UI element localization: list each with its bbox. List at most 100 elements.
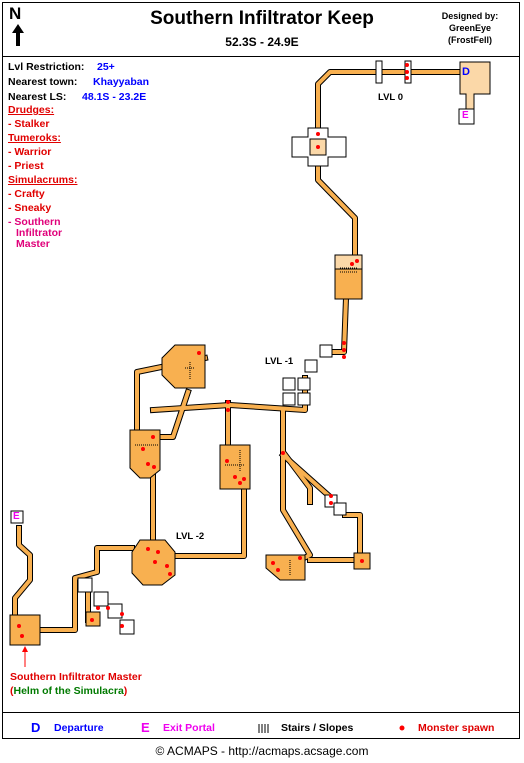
paren-open: ( xyxy=(10,685,14,697)
small-room xyxy=(319,344,333,358)
spawn-dot-icon xyxy=(96,606,100,610)
monster-group-header: Tumeroks: xyxy=(8,132,61,144)
spawn-dot-icon xyxy=(238,481,242,485)
spawn-dot-icon xyxy=(399,725,405,731)
spawn-dot-icon xyxy=(90,618,94,622)
restriction-value: 25+ xyxy=(97,61,115,73)
page-title: Southern Infiltrator Keep xyxy=(150,8,374,29)
spawn-dot-icon xyxy=(242,477,246,481)
stairs-icon xyxy=(258,724,269,733)
legend-stairs-label: Stairs / Slopes xyxy=(281,722,354,734)
level-label: LVL -1 xyxy=(265,356,294,367)
boss-annotation: Southern Infiltrator Master xyxy=(10,671,142,683)
small-room xyxy=(119,619,135,635)
monster-group-header: Simulacrums: xyxy=(8,174,78,186)
boss-pointer xyxy=(22,646,28,667)
spawn-dot-icon xyxy=(146,547,150,551)
spawn-dot-icon xyxy=(276,568,280,572)
credit-line-3: (FrostFell) xyxy=(448,35,492,45)
spawn-dot-icon xyxy=(360,559,364,563)
spawn-dot-icon xyxy=(329,494,333,498)
spawn-dot-icon xyxy=(106,606,110,610)
spawn-dot-icon xyxy=(20,634,24,638)
corridors xyxy=(12,69,465,633)
monster-item: - Crafty xyxy=(8,188,45,200)
small-room xyxy=(93,591,109,607)
spawn-dot-icon xyxy=(271,561,275,565)
spawn-dot-icon xyxy=(405,63,409,67)
legend-departure-symbol: D xyxy=(31,720,41,735)
ls-label: Nearest LS: xyxy=(8,91,67,103)
spawn-dot-icon xyxy=(226,400,230,404)
central-room xyxy=(219,444,251,490)
spawn-dot-icon xyxy=(120,624,124,628)
spawn-dot-icon xyxy=(405,70,409,74)
monster-item: - Stalker xyxy=(8,118,50,130)
boss-drop-line: (Helm of the Simulacra) xyxy=(10,685,127,697)
north-arrow-icon xyxy=(12,24,24,46)
rooms xyxy=(9,60,491,646)
departure-marker: D xyxy=(462,66,470,78)
paren-close: ) xyxy=(123,685,128,697)
spawn-dot-icon xyxy=(165,564,169,568)
small-room xyxy=(282,377,296,391)
gate-post xyxy=(375,60,383,84)
stairs-marks xyxy=(135,267,357,575)
spawn-dot-icon xyxy=(342,355,346,359)
credit-line-2: GreenEye xyxy=(448,23,492,33)
spawn-dot-icon xyxy=(225,459,229,463)
header-divider xyxy=(2,56,520,57)
spawn-dot-icon xyxy=(298,556,302,560)
legend-departure-label: Departure xyxy=(54,722,104,734)
boss-list-line: - Southern xyxy=(8,216,61,228)
spawn-dot-icon xyxy=(168,572,172,576)
boss-list-line: Master xyxy=(16,238,50,250)
spawn-dot-icon xyxy=(342,341,346,345)
restriction-label: Lvl Restriction: xyxy=(8,61,85,73)
exit-marker-left: E xyxy=(13,511,20,522)
spawn-dot-icon xyxy=(152,465,156,469)
spawn-dot-icon xyxy=(156,550,160,554)
spawn-dot-icon xyxy=(141,447,145,451)
level-label: LVL 0 xyxy=(378,92,403,103)
west-room xyxy=(129,429,161,479)
town-label: Nearest town: xyxy=(8,76,78,88)
spawn-dot-icon xyxy=(151,435,155,439)
small-room xyxy=(282,392,296,406)
legend-spawn-label: Monster spawn xyxy=(418,722,495,734)
boss-room xyxy=(9,614,41,646)
spawn-dot-icon xyxy=(316,145,320,149)
small-room xyxy=(297,377,311,391)
town-value: Khayyaban xyxy=(93,76,150,88)
spawn-dot-icon xyxy=(226,408,230,412)
small-room xyxy=(333,502,347,516)
exit-room-left xyxy=(10,510,24,524)
small-room xyxy=(297,392,311,406)
exit-marker-top: E xyxy=(462,110,469,121)
spawn-dot-icon xyxy=(405,76,409,80)
spawn-dot-icon xyxy=(355,259,359,263)
east-room xyxy=(265,554,306,581)
small-room xyxy=(304,359,318,373)
map-frame xyxy=(2,2,520,739)
dungeon-coordinates: 52.3S - 24.9E xyxy=(225,35,299,49)
monster-spawns xyxy=(17,63,409,638)
spawn-dot-icon xyxy=(17,624,21,628)
monster-item: - Sneaky xyxy=(8,202,52,214)
credit-line-1: Designed by: xyxy=(441,11,499,21)
ramp-room-top xyxy=(334,254,363,270)
spawn-dot-icon xyxy=(350,262,354,266)
spawn-dot-icon xyxy=(316,132,320,136)
legend-divider xyxy=(2,712,520,713)
monster-group-header: Drudges: xyxy=(8,104,55,116)
spawn-dot-icon xyxy=(197,351,201,355)
north-label: N xyxy=(9,4,22,23)
ls-value: 48.1S - 23.2E xyxy=(82,91,147,103)
spawn-dot-icon xyxy=(233,475,237,479)
level-label: LVL -2 xyxy=(176,531,205,542)
spawn-dot-icon xyxy=(146,462,150,466)
footer-copyright: © ACMAPS - http://acmaps.acsage.com xyxy=(155,744,369,758)
exit-room-top xyxy=(458,108,475,125)
spawn-dot-icon xyxy=(153,560,157,564)
monster-item: - Priest xyxy=(8,160,44,172)
